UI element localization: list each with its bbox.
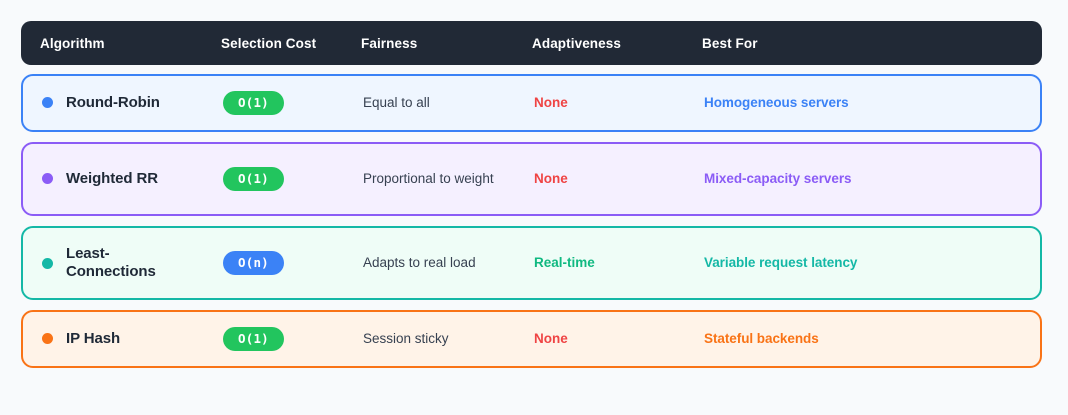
- algorithm-comparison-table: Algorithm Selection Cost Fairness Adapti…: [21, 21, 1042, 368]
- complexity-badge: O(1): [223, 326, 284, 352]
- fairness-text: Proportional to weight: [363, 170, 494, 186]
- cell-best-for: Mixed-capacity servers: [704, 170, 1040, 188]
- table-row[interactable]: Weighted RR O(1) Proportional to weight …: [21, 142, 1042, 216]
- cell-best-for: Stateful backends: [704, 330, 1040, 348]
- cell-algorithm: Weighted RR: [23, 170, 223, 188]
- complexity-badge: O(1): [223, 90, 284, 116]
- algorithm-name: Weighted RR: [66, 169, 158, 187]
- complexity-badge: O(n): [223, 250, 284, 276]
- cell-algorithm: IP Hash: [23, 330, 223, 348]
- adaptiveness-text: None: [534, 331, 568, 346]
- adaptiveness-text: Real-time: [534, 255, 595, 270]
- status-dot-icon: [42, 333, 53, 345]
- status-dot-icon: [42, 97, 53, 109]
- status-dot-icon: [42, 257, 53, 269]
- adaptiveness-text: None: [534, 95, 568, 110]
- cell-selection-cost: O(1): [223, 166, 363, 192]
- table-row[interactable]: Least-Connections O(n) Adapts to real lo…: [21, 226, 1042, 300]
- column-header-adaptiveness: Adaptiveness: [532, 35, 621, 51]
- algorithm-name: IP Hash: [66, 329, 121, 347]
- algorithm-name: Least-Connections: [66, 244, 156, 280]
- best-for-text: Mixed-capacity servers: [704, 171, 852, 186]
- cell-adaptiveness: Real-time: [534, 254, 704, 272]
- best-for-text: Stateful backends: [704, 331, 819, 346]
- column-header-best-for: Best For: [702, 35, 758, 51]
- cell-fairness: Adapts to real load: [363, 251, 534, 276]
- cell-selection-cost: O(1): [223, 326, 363, 352]
- cell-adaptiveness: None: [534, 94, 704, 112]
- complexity-badge: O(1): [223, 166, 284, 192]
- column-header-selection-cost: Selection Cost: [221, 35, 317, 51]
- fairness-text: Session sticky: [363, 330, 449, 346]
- cell-best-for: Homogeneous servers: [704, 94, 1040, 112]
- column-header-fairness: Fairness: [361, 35, 418, 51]
- cell-fairness: Equal to all: [363, 91, 534, 116]
- adaptiveness-text: None: [534, 171, 568, 186]
- fairness-text: Equal to all: [363, 94, 430, 110]
- cell-fairness: Proportional to weight: [363, 167, 534, 192]
- best-for-text: Variable request latency: [704, 255, 858, 270]
- cell-adaptiveness: None: [534, 170, 704, 188]
- algorithm-name: Round-Robin: [66, 93, 160, 111]
- cell-best-for: Variable request latency: [704, 254, 1040, 272]
- table-header-row: Algorithm Selection Cost Fairness Adapti…: [21, 21, 1042, 65]
- status-dot-icon: [42, 173, 53, 185]
- table-body: Round-Robin O(1) Equal to all None Homog…: [21, 74, 1042, 368]
- cell-algorithm: Round-Robin: [23, 94, 223, 112]
- cell-adaptiveness: None: [534, 330, 704, 348]
- cell-selection-cost: O(1): [223, 90, 363, 116]
- cell-fairness: Session sticky: [363, 327, 534, 352]
- table-row[interactable]: Round-Robin O(1) Equal to all None Homog…: [21, 74, 1042, 132]
- fairness-text: Adapts to real load: [363, 254, 476, 270]
- column-header-algorithm: Algorithm: [40, 35, 105, 51]
- table-row[interactable]: IP Hash O(1) Session sticky None Statefu…: [21, 310, 1042, 368]
- cell-algorithm: Least-Connections: [23, 245, 223, 282]
- best-for-text: Homogeneous servers: [704, 95, 849, 110]
- cell-selection-cost: O(n): [223, 250, 363, 276]
